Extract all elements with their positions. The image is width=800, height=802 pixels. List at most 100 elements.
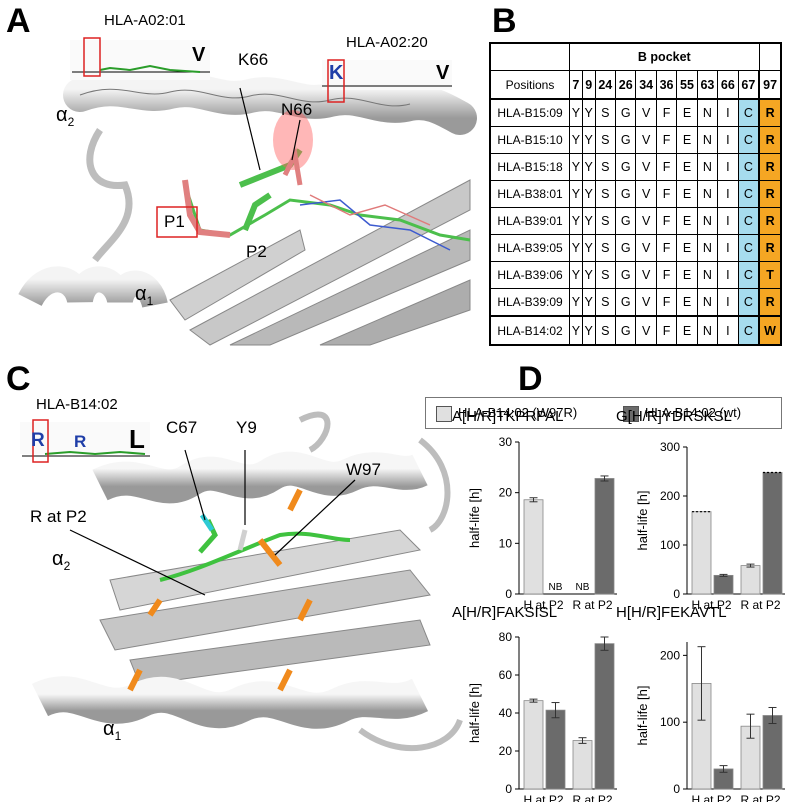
x-tick-label: R at P2: [572, 793, 612, 802]
y-tick-label: 30: [499, 435, 513, 449]
residue-cell: F: [655, 315, 678, 346]
p1-label: P1: [164, 212, 185, 231]
bar: [545, 709, 566, 790]
panel-c-label: C: [6, 360, 31, 398]
bar: [523, 499, 544, 595]
x-tick-label: H at P2: [523, 598, 563, 612]
bar: [572, 740, 593, 790]
panel-b-label: B: [492, 2, 517, 40]
residue-cell: T: [758, 260, 782, 289]
y-tick-label: 100: [660, 538, 680, 552]
residue-cell: R: [758, 153, 782, 181]
table-title-row: B pocket: [489, 42, 782, 72]
positions-label: Positions: [489, 70, 570, 100]
y-axis-label: half-life [h]: [635, 491, 650, 551]
residue-cell: C: [737, 97, 761, 128]
y-tick-label: 0: [505, 587, 512, 601]
residue-cell: R: [758, 233, 782, 262]
bar: [762, 715, 783, 790]
allele-name: HLA-B39:05: [489, 233, 570, 262]
residue-cell: R: [758, 206, 782, 235]
logo-b1402-r1: R: [31, 430, 45, 451]
nb-label: NB: [549, 582, 563, 593]
table-title: B pocket: [569, 42, 760, 72]
table-corner: [489, 42, 570, 72]
bar: [762, 472, 783, 595]
y9-label: Y9: [236, 418, 257, 437]
panel-a-label: A: [6, 2, 31, 40]
residue-cell: I: [717, 315, 739, 346]
chart-title: A[H/R]TKPRPAL: [452, 408, 563, 425]
panel-d-label: D: [518, 360, 543, 398]
allele-name: HLA-B15:09: [489, 97, 570, 128]
y-tick-label: 100: [660, 715, 680, 729]
p2-label: P2: [246, 242, 267, 261]
residue-cell: C: [737, 287, 761, 317]
logo-b1402-r2: R: [74, 432, 87, 451]
x-tick-label: H at P2: [523, 793, 563, 802]
y-tick-label: 20: [499, 744, 513, 758]
allele-name: HLA-B14:02: [489, 315, 570, 346]
r-at-p2-label: R at P2: [30, 507, 87, 526]
y-tick-label: 80: [499, 630, 513, 644]
y-tick-label: 300: [660, 440, 680, 454]
chart-title: G[H/R]YDRSKSL: [616, 408, 732, 425]
k66-label: K66: [238, 50, 269, 69]
residue-cell: R: [758, 126, 782, 155]
x-tick-label: H at P2: [691, 793, 731, 802]
y-axis-label: half-life [h]: [467, 488, 482, 548]
y-tick-label: 20: [499, 486, 513, 500]
w97-label: W97: [346, 460, 381, 479]
bar: [523, 700, 544, 790]
chart-title: H[H/R]FEKAVTL: [616, 604, 727, 621]
y-tick-label: 60: [499, 668, 513, 682]
allele-name: HLA-B39:06: [489, 260, 570, 289]
structure-c-image: [20, 411, 463, 752]
alpha1-label-c: α1: [103, 718, 122, 743]
n66-label: N66: [281, 100, 313, 119]
y-tick-label: 200: [660, 489, 680, 503]
logo-a0220-label: HLA-A02:20: [346, 34, 428, 51]
logo-a0201-v: V: [192, 44, 206, 66]
y-tick-label: 0: [505, 782, 512, 796]
allele-name: HLA-B39:09: [489, 287, 570, 317]
bar: [594, 643, 615, 790]
position-header: 97: [758, 70, 782, 100]
nb-label: NB: [576, 582, 590, 593]
residue-cell: I: [717, 260, 739, 289]
position-header: 26: [615, 70, 637, 100]
chart-legend: HLA-B14:02 (W97R) HLA-B14:02 (wt): [425, 397, 782, 429]
y-tick-label: 10: [499, 536, 513, 550]
x-tick-label: H at P2: [691, 598, 731, 612]
legend-swatch-dark: [623, 406, 639, 422]
residue-cell: W: [758, 315, 782, 346]
x-tick-label: R at P2: [740, 793, 780, 802]
logo-b1402-l: L: [129, 424, 145, 454]
allele-name: HLA-B15:18: [489, 153, 570, 181]
residue-cell: C: [737, 233, 761, 262]
residue-cell: R: [758, 287, 782, 317]
y-axis-label: half-life [h]: [635, 686, 650, 746]
residue-cell: C: [737, 126, 761, 155]
logo-a0220-k: K: [329, 62, 344, 84]
bar: [740, 565, 761, 595]
legend-swatch-light: [436, 406, 452, 422]
logo-a0201-label: HLA-A02:01: [104, 12, 186, 29]
y-axis-label: half-life [h]: [467, 683, 482, 743]
x-tick-label: R at P2: [572, 598, 612, 612]
alpha2-label-c: α2: [52, 548, 71, 573]
legend-label-light: HLA-B14:02 (W97R): [458, 405, 578, 420]
x-tick-label: R at P2: [740, 598, 780, 612]
y-tick-label: 0: [673, 587, 680, 601]
residue-cell: C: [737, 260, 761, 289]
y-tick-label: 0: [673, 782, 680, 796]
